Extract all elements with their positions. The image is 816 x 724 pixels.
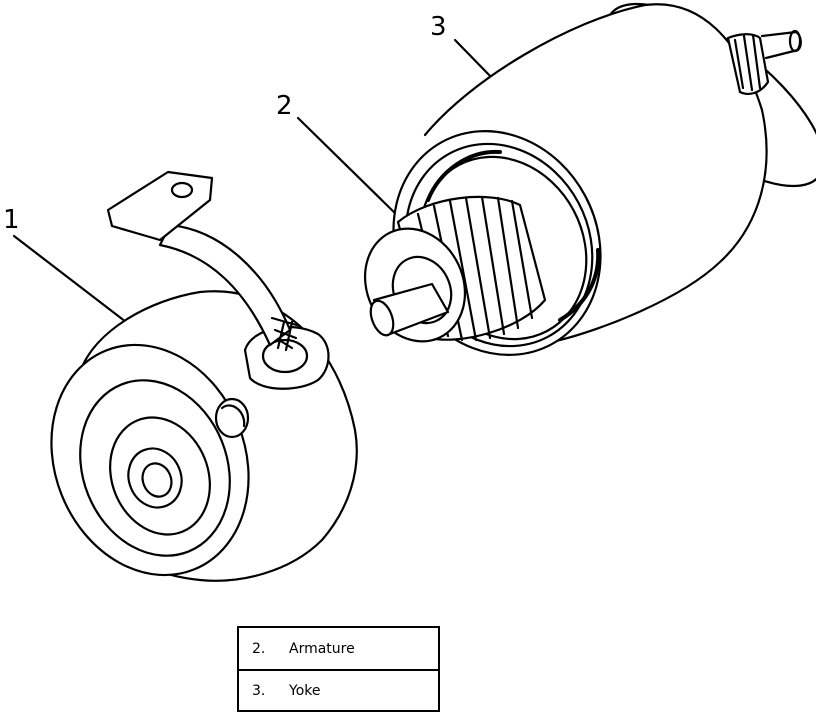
legend-number: 3.: [252, 682, 266, 699]
lead-wire: [106, 170, 302, 352]
leader-line-3: [453, 38, 496, 82]
pinion-gear: [726, 29, 802, 95]
armature: [363, 195, 547, 343]
legend-row: 3. Yoke: [239, 669, 438, 710]
legend-number: 2.: [252, 640, 266, 657]
leader-line-2: [296, 116, 402, 220]
callout-2: 2: [276, 91, 293, 121]
legend-row: 2. Armature: [239, 628, 438, 669]
callout-3: 3: [430, 12, 447, 42]
callout-1: 1: [3, 205, 20, 235]
legend-label: Yoke: [289, 682, 321, 699]
legend-table: 2. Armature 3. Yoke: [237, 626, 440, 712]
leader-line-1: [12, 234, 132, 327]
end-housing: [50, 290, 358, 582]
legend-label: Armature: [289, 640, 355, 657]
